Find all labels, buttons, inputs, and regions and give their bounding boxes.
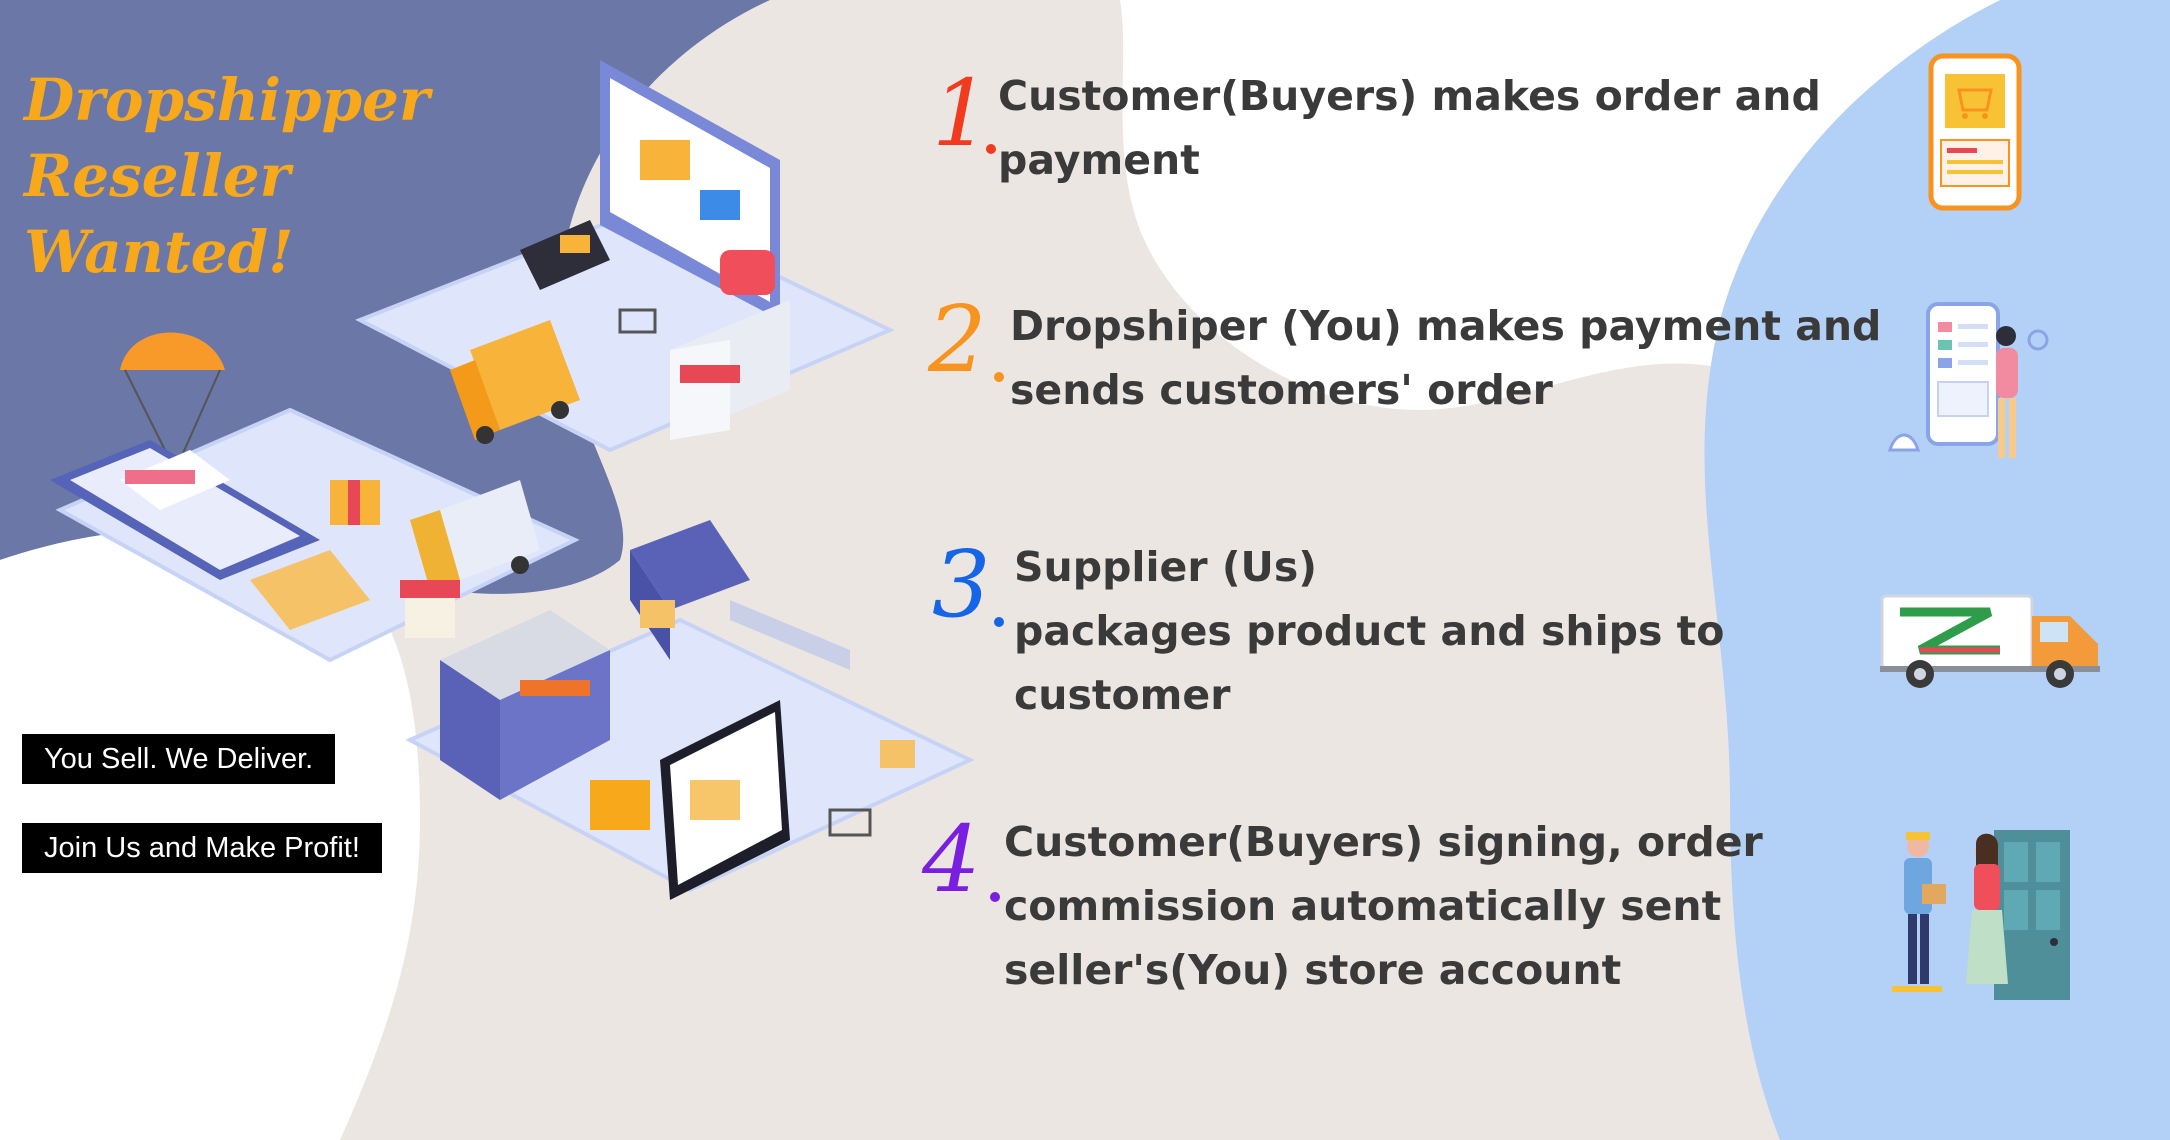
step-text: Supplier (Us) packages product and ships… — [1014, 535, 1724, 727]
headline: Dropshipper Reseller Wanted! — [24, 62, 430, 290]
headline-line: Wanted! — [24, 218, 294, 286]
step-number-dot — [990, 892, 1000, 902]
step-text-line: Supplier (Us) — [1014, 543, 1317, 591]
step-number: 4 — [922, 806, 981, 913]
delivery-truck-icon — [1880, 594, 2100, 688]
step-number-dot — [994, 372, 1004, 382]
step-text-line: Customer(Buyers) makes order and — [998, 72, 1821, 120]
tagline-you-sell-we-deliver: You Sell. We Deliver. — [22, 734, 336, 784]
step-number: 2 — [928, 286, 987, 393]
person-dashboard-icon — [1888, 302, 2049, 458]
step-number: 1 — [932, 60, 991, 167]
step-text-line: Customer(Buyers) signing, order — [1004, 818, 1763, 866]
step-text: Customer(Buyers) makes order and payment — [998, 64, 1821, 192]
phone-cart-icon — [1928, 53, 2022, 211]
step-text-line: commission automatically sent — [1004, 882, 1722, 930]
tagline-join-us: Join Us and Make Profit! — [22, 823, 382, 873]
step-text-line: payment — [998, 136, 1200, 184]
courier-handoff-icon — [1892, 830, 2070, 1000]
isometric-ecommerce-logistics-icon — [50, 60, 975, 900]
step-text: Customer(Buyers) signing, order commissi… — [1004, 810, 1763, 1002]
step-text: Dropshiper (You) makes payment and sends… — [1010, 294, 1881, 422]
step-text-line: customer — [1014, 671, 1231, 719]
step-text-line: packages product and ships to — [1014, 607, 1725, 655]
step-number: 3 — [932, 531, 991, 638]
step-number-dot — [994, 617, 1004, 627]
headline-line: Dropshipper — [24, 66, 430, 134]
headline-line: Reseller — [24, 142, 291, 210]
step-text-line: seller's(You) store account — [1004, 946, 1622, 994]
step-number-dot — [986, 144, 996, 154]
step-text-line: Dropshiper (You) makes payment and — [1010, 302, 1882, 350]
step-text-line: sends customers' order — [1010, 366, 1553, 414]
